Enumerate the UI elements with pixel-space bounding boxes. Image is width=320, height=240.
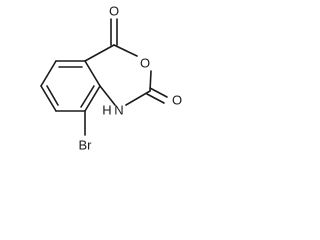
bond-benzene-c3-c4-inner — [80, 85, 95, 108]
carbonyl-bonds — [110, 18, 168, 104]
bond-benzene-c2-c3 — [84, 60, 101, 87]
bond-benzene-c5-c6 — [40, 85, 57, 112]
benzene-ring — [40, 60, 101, 112]
bond-c2-n1 — [125, 90, 151, 106]
oxazine-ring — [84, 44, 152, 106]
atom-label-bromine: Br — [79, 137, 93, 152]
atom-label-nitrogen-h: H — [102, 102, 111, 117]
bond-c2-o-double-a — [149, 87, 168, 98]
molecule-structure: O O O H N Br — [40, 3, 182, 152]
atom-label-ring-oxygen: O — [140, 55, 150, 70]
bond-c2-o-double-b — [146, 93, 165, 104]
atom-label-carbonyl-right-oxygen: O — [172, 92, 182, 107]
bond-n1-c8a — [99, 85, 116, 106]
bond-c4a-c4 — [84, 44, 115, 62]
bond-benzene-c5-c6-inner — [46, 85, 59, 106]
atom-label-carbonyl-top-oxygen: O — [109, 3, 119, 18]
bond-c4-o3 — [113, 44, 138, 57]
atom-label-nitrogen: N — [114, 102, 123, 117]
bond-benzene-c3-c4 — [84, 85, 101, 112]
bond-benzene-c6-c1 — [40, 60, 57, 87]
